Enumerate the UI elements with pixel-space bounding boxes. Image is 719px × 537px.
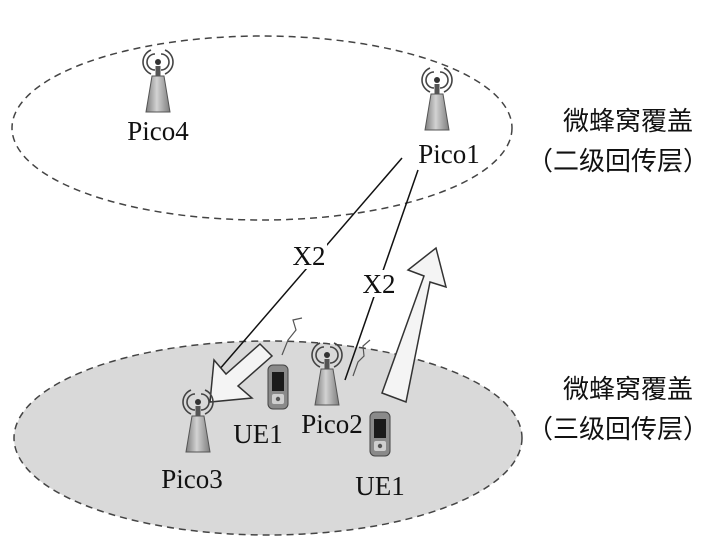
upper-layer-name: 微蜂窝覆盖: [563, 107, 693, 137]
pico1-label: Pico1: [418, 139, 480, 169]
x2-left-label-bg: [291, 242, 327, 269]
pico4-label: Pico4: [127, 116, 189, 146]
ue-right-label: UE1: [355, 471, 405, 501]
pico2-label: Pico2: [301, 409, 363, 439]
wireless-link-pico2-ue: [352, 339, 371, 377]
arrow-to-upper-layer: [381, 246, 448, 404]
upper-layer-level: （二级回传层）: [527, 147, 709, 177]
lower-layer-level: （三级回传层）: [527, 415, 709, 445]
lower-layer-name: 微蜂窝覆盖: [563, 375, 693, 405]
arrow-to-pico3: [209, 342, 274, 403]
ue-right-phone-icon: [369, 411, 391, 457]
wireless-link-ue-pico2: [281, 317, 303, 356]
x2-right-label-bg: [360, 270, 398, 297]
ue-left-phone-icon: [267, 364, 289, 410]
ue-left-label: UE1: [233, 419, 283, 449]
x2-left-label: X2: [293, 241, 326, 271]
x2-right-label: X2: [363, 269, 396, 299]
pico3-label: Pico3: [161, 464, 223, 494]
upper-coverage-ellipse: [11, 35, 513, 221]
